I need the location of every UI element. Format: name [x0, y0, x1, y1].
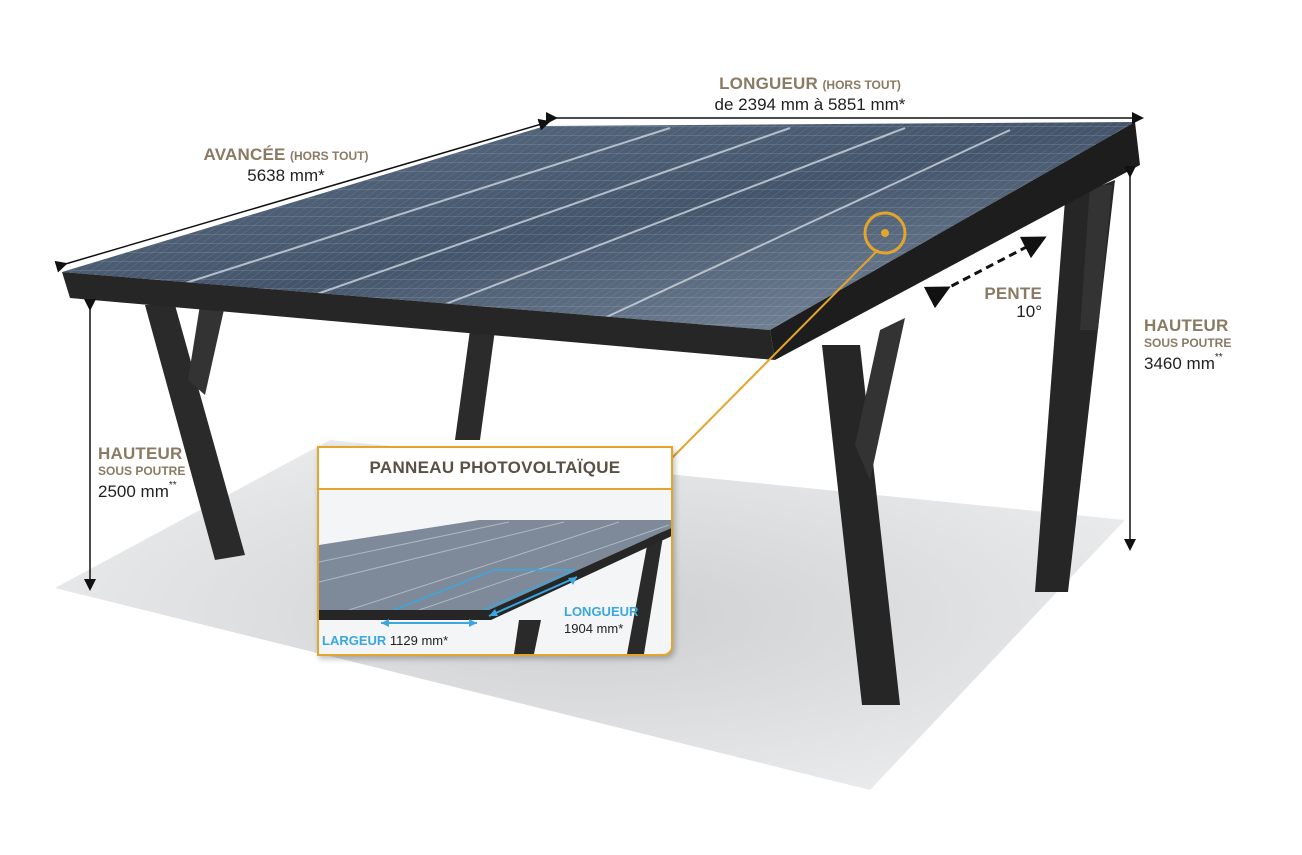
- hauteur-right-title: HAUTEUR: [1144, 316, 1229, 335]
- inset-longueur-label: LONGUEUR 1904 mm*: [564, 605, 638, 635]
- largeur-label: LARGEUR: [322, 633, 387, 648]
- hauteur-left-subtitle: SOUS POUTRE: [98, 464, 186, 478]
- panel-detail-inset: PANNEAU PHOTOVOLTAÏQUE LARGEUR 1129 mm* …: [317, 446, 673, 656]
- hauteur-right-subtitle: SOUS POUTRE: [1144, 336, 1232, 350]
- inset-panel-illustration: [319, 490, 671, 654]
- zoom-leader-line: [667, 249, 879, 463]
- back-right-brace: [1080, 185, 1112, 330]
- panel-zoom-circle: [863, 211, 907, 255]
- avancee-value: 5638 mm*: [247, 166, 325, 185]
- front-left-leg: [145, 305, 245, 560]
- pente-value: 10°: [1016, 302, 1042, 321]
- pente-dashed-arrow: [923, 236, 1047, 309]
- longueur-qualifier: (HORS TOUT): [822, 78, 901, 92]
- front-right-leg: [822, 345, 900, 705]
- hauteur-right-mark: **: [1214, 352, 1223, 363]
- largeur-value: 1129 mm*: [389, 633, 449, 648]
- hauteur-left-label: HAUTEUR SOUS POUTRE 2500 mm**: [98, 445, 185, 500]
- avancee-dimension-arrow: [54, 118, 551, 273]
- pente-label: PENTE 10°: [984, 285, 1042, 320]
- longueur-label: LONGUEUR (HORS TOUT) de 2394 mm à 5851 m…: [700, 75, 920, 113]
- avancee-title: AVANCÉE: [203, 145, 286, 164]
- front-left-brace: [188, 305, 225, 395]
- front-right-brace: [855, 318, 905, 480]
- hauteur-right-value: 3460 mm: [1144, 354, 1215, 373]
- hauteur-left-value: 2500 mm: [98, 482, 169, 501]
- inset-largeur-label: LARGEUR 1129 mm*: [322, 634, 448, 647]
- pente-title: PENTE: [984, 284, 1042, 303]
- avancee-qualifier: (HORS TOUT): [290, 149, 369, 163]
- longueur-value: de 2394 mm à 5851 mm*: [714, 95, 906, 114]
- hauteur-right-label: HAUTEUR SOUS POUTRE 3460 mm**: [1144, 317, 1231, 372]
- hauteur-left-mark: **: [168, 480, 177, 491]
- inset-title: PANNEAU PHOTOVOLTAÏQUE: [319, 448, 671, 490]
- avancee-label: AVANCÉE (HORS TOUT) 5638 mm*: [197, 146, 375, 184]
- roof-front-beam: [62, 272, 775, 360]
- hauteur-left-title: HAUTEUR: [98, 444, 183, 463]
- back-left-leg: [455, 330, 495, 440]
- longueur-title: LONGUEUR: [719, 74, 818, 93]
- panel-longueur-value: 1904 mm*: [564, 621, 624, 636]
- panel-longueur-label: LONGUEUR: [564, 604, 639, 619]
